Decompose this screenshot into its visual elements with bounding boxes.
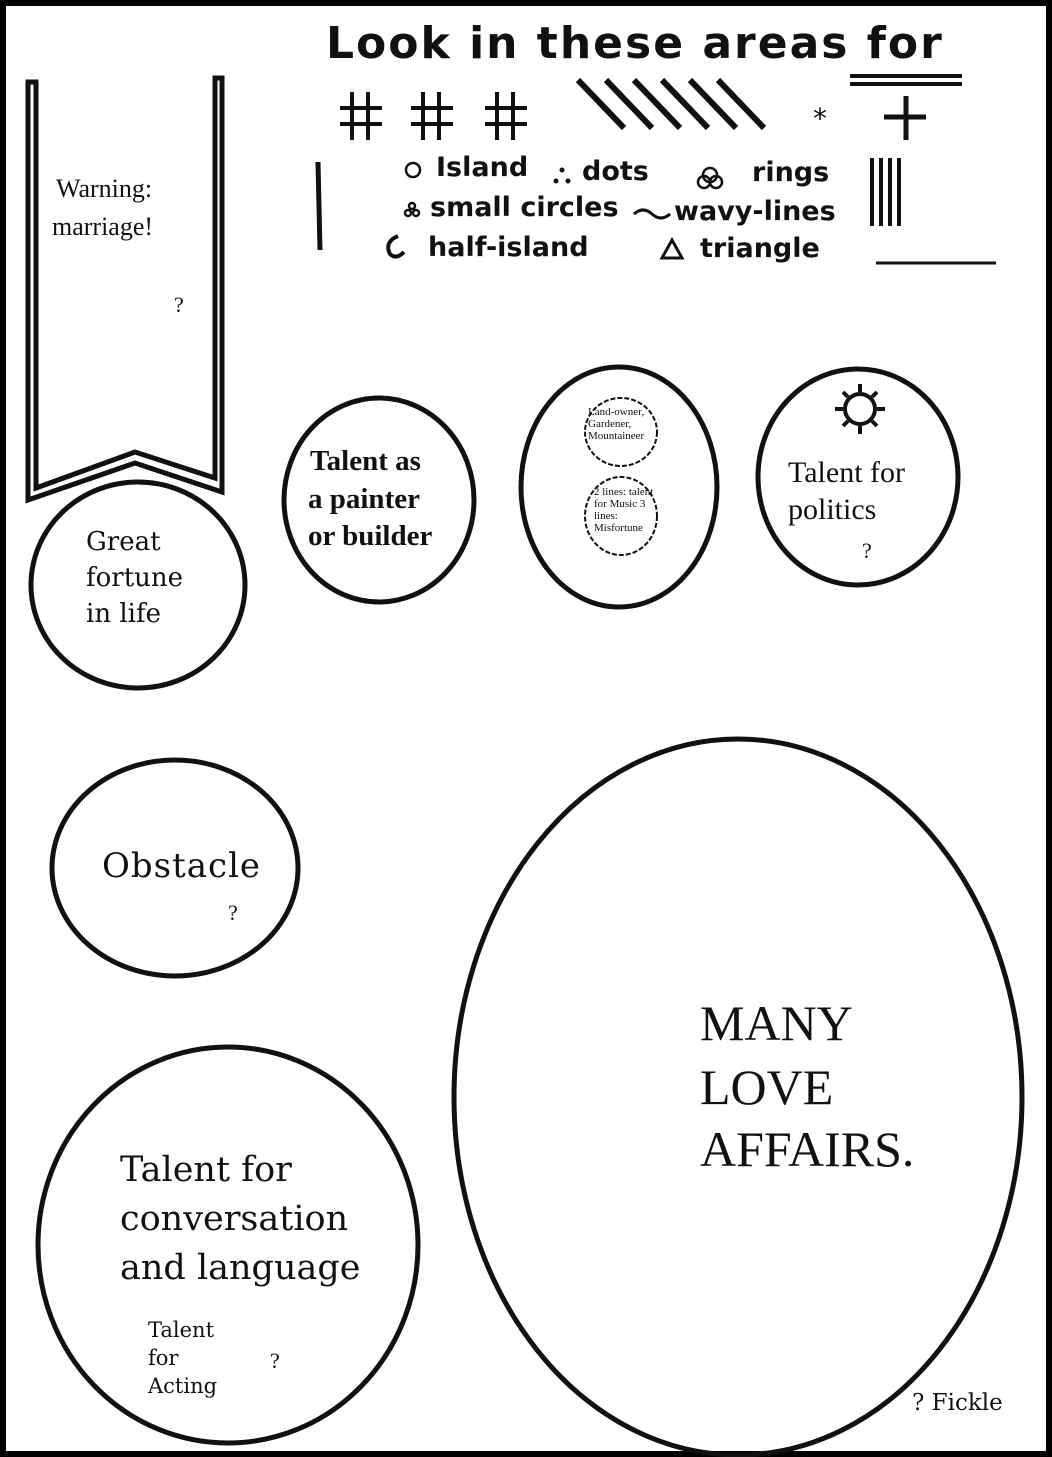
land-small-circle	[584, 397, 658, 467]
legend-small-circles: small circles	[430, 192, 619, 223]
half-island-icon	[386, 234, 406, 259]
conversation-line2: conversation	[120, 1199, 349, 1239]
cross-sign-icon	[884, 96, 926, 140]
fickle-note: ? Fickle	[912, 1390, 1003, 1416]
marriage-question-mark: ?	[174, 292, 184, 317]
conversation-line1: Talent for	[120, 1150, 292, 1190]
grid-signs	[340, 92, 527, 140]
vertical-line-sign	[315, 161, 323, 251]
fortune-line2: fortune	[86, 563, 184, 593]
multiple-lines-sign	[870, 158, 901, 226]
fortune-circle	[28, 479, 248, 691]
fortune-line3: in life	[86, 599, 161, 629]
painter-line2: a painter	[308, 483, 420, 515]
painter-line3: or builder	[308, 520, 433, 552]
legend-triangle: triangle	[700, 233, 820, 264]
sun-icon	[835, 384, 885, 434]
conversation-line3: and language	[120, 1248, 361, 1288]
marriage-banner-shape	[25, 75, 225, 504]
star-sign-icon: *	[813, 102, 827, 135]
acting-question-mark: ?	[270, 1348, 280, 1373]
acting-line2: for	[148, 1346, 179, 1370]
fortune-line1: Great	[86, 527, 161, 557]
love-line2: LOVE	[700, 1059, 834, 1115]
obstacle-question-mark: ?	[228, 900, 238, 925]
music-label: 2 lines: talent for Music 3 lines: Misfo…	[594, 486, 654, 534]
obstacle-label: Obstacle	[102, 846, 262, 886]
love-line3: AFFAIRS.	[700, 1121, 915, 1177]
legend-wavy-lines: wavy-lines	[674, 196, 836, 227]
page-title: Look in these areas for	[326, 18, 944, 69]
acting-line3: Acting	[148, 1374, 218, 1398]
legend-dots: dots	[582, 156, 649, 187]
love-circle	[451, 736, 1025, 1457]
acting-line1: Talent	[148, 1318, 215, 1342]
politics-line1: Talent for	[788, 456, 906, 489]
politics-line2: politics	[788, 493, 877, 526]
island-icon	[404, 161, 422, 179]
dots-icon	[553, 167, 571, 184]
marriage-warning-label: Warning:	[56, 174, 153, 203]
obstacle-circle	[49, 757, 301, 979]
conversation-circle	[35, 1044, 421, 1446]
painter-line1: Talent as	[310, 445, 421, 477]
triangle-icon	[659, 236, 685, 260]
music-small-circle	[584, 476, 658, 556]
legend-half-island: half-island	[428, 232, 589, 263]
legend-island: Island	[436, 152, 529, 183]
painter-circle	[281, 395, 477, 605]
diagonal-lines	[575, 77, 767, 131]
legend-rings: rings	[752, 157, 830, 188]
politics-circle	[755, 366, 961, 588]
marriage-label: marriage!	[52, 212, 154, 241]
wavy-lines-icon	[633, 208, 671, 220]
land-owner-label: Land-owner, Gardener, Mountaineer	[588, 406, 645, 442]
small-circles-icon	[403, 208, 413, 218]
politics-question-mark: ?	[862, 538, 872, 563]
love-line1: MANY	[700, 995, 853, 1051]
land-music-circle	[518, 364, 720, 610]
